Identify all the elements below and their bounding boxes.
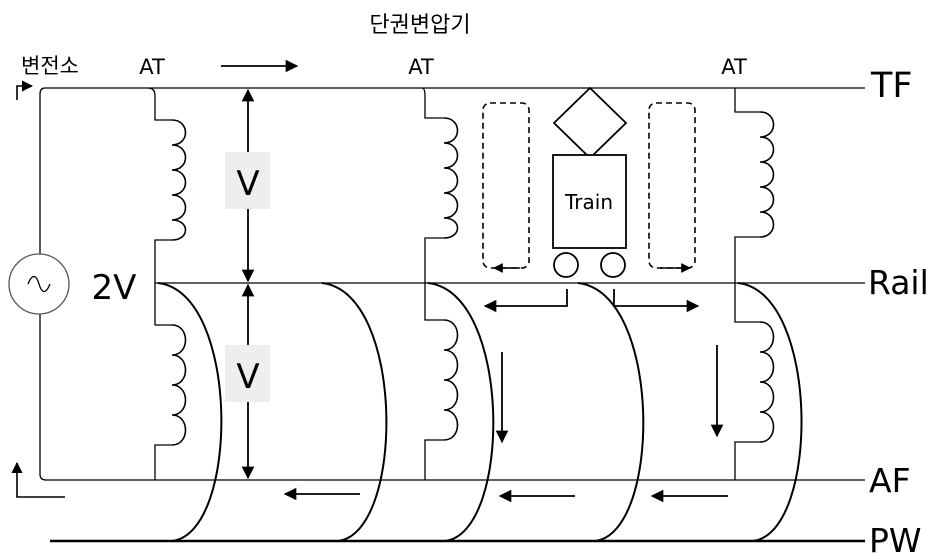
autotransformer-2 (421, 87, 459, 480)
at-label-2: AT (408, 55, 434, 79)
left-current-loop (482, 102, 530, 269)
ac-source-icon (8, 253, 70, 315)
pantograph-icon (552, 86, 628, 160)
upper-voltage-label: V (236, 164, 259, 204)
substation-label: 변전소 (21, 54, 79, 78)
rail-current-arrow-right (613, 289, 700, 313)
af-label: AF (869, 461, 911, 500)
at-label-1: AT (139, 55, 165, 79)
right-current-loop (648, 102, 696, 269)
train-wheel-right (600, 252, 626, 278)
autotransformer-3 (734, 88, 775, 480)
train-label: Train (564, 190, 613, 214)
source-voltage-label: 2V (92, 268, 137, 308)
lower-voltage-label-bg (225, 345, 270, 402)
source-current-arrow-bottom (11, 461, 65, 498)
single-winding-transformer-label: 단권변압기 (369, 13, 470, 38)
upper-voltage-label-bg (225, 152, 270, 209)
autotransformer-1 (147, 87, 187, 480)
rail-current-arrow-left (483, 289, 568, 313)
tf-label: TF (870, 66, 913, 106)
train-wheel-left (553, 252, 579, 278)
train (552, 86, 628, 278)
rail-label: Rail (868, 263, 929, 302)
return-current-curves (157, 282, 803, 542)
at-label-3: AT (721, 55, 747, 79)
lower-voltage-label: V (236, 357, 259, 397)
train-body (552, 154, 627, 249)
pw-label: PW (869, 521, 922, 557)
source-current-arrow-top (16, 80, 34, 100)
